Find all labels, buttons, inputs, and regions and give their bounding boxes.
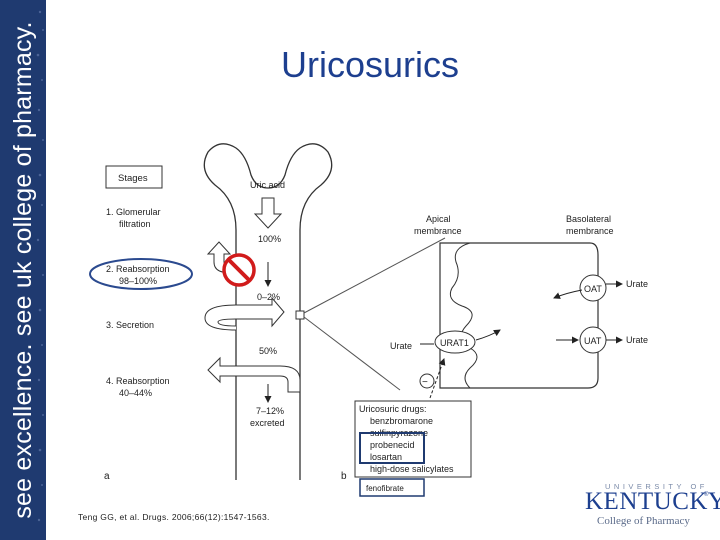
- stage-2-line1: 2. Reabsorption: [106, 264, 170, 274]
- drug-4: losartan: [370, 452, 402, 462]
- pct-reabsorption: 0–2%: [257, 292, 280, 302]
- drug-1: benzbromarone: [370, 416, 433, 426]
- pct-secretion: 50%: [259, 346, 277, 356]
- urate-label-uat: Urate: [626, 335, 648, 345]
- urat1-transporter: [434, 330, 476, 354]
- stage-4-line1: 4. Reabsorption: [106, 376, 170, 386]
- sidebar-dot-pattern: [36, 10, 44, 522]
- panel-a-label: a: [104, 471, 110, 482]
- no-sign-icon: [222, 253, 256, 287]
- inhibition-circle: [419, 373, 435, 389]
- stage-1-line1: 1. Glomerular: [106, 207, 161, 217]
- urate-label-urat1: Urate: [390, 341, 412, 351]
- apical-microvilli: [449, 242, 478, 389]
- uric-acid-label: Uric acid: [250, 180, 285, 190]
- pct-filtration: 100%: [258, 234, 281, 244]
- drug-3: probenecid: [370, 440, 415, 450]
- stage-2-line2: 98–100%: [119, 276, 157, 286]
- stage-1-line2: filtration: [119, 219, 151, 229]
- inhibition-dashed-line: [429, 358, 446, 399]
- drugs-box: [354, 400, 472, 478]
- urat1-out-arrow: [475, 329, 501, 341]
- stage-4-line2: 40–44%: [119, 388, 152, 398]
- zoom-line-top: [303, 237, 446, 314]
- uat-label: UAT: [584, 336, 602, 346]
- zoom-origin-square: [295, 310, 305, 320]
- inhibition-minus: −: [422, 377, 428, 388]
- apical-label-2: membrance: [414, 226, 462, 236]
- citation: Teng GG, et al. Drugs. 2006;66(12):1547-…: [78, 512, 270, 522]
- filtration-arrow: [253, 197, 283, 229]
- drug-5: high-dose salicylates: [370, 464, 454, 474]
- logo-university-text: UNIVERSITY OF: [605, 482, 708, 491]
- logo-trademark: ®: [704, 492, 709, 498]
- basolateral-label-1: Basolateral: [566, 214, 611, 224]
- stage-3: 3. Secretion: [106, 320, 154, 330]
- oat-in-arrow: [553, 289, 583, 299]
- zoom-line-bottom: [303, 316, 401, 391]
- secretion-loop-arrow: [204, 296, 285, 331]
- pct-excreted-2: excreted: [250, 418, 285, 428]
- nephron-tubule: [203, 143, 333, 480]
- pct-excreted-1: 7–12%: [256, 406, 284, 416]
- reabsorption-loop-arrow: [207, 356, 301, 393]
- urate-label-oat: Urate: [626, 279, 648, 289]
- logo-college-text: College of Pharmacy: [597, 515, 690, 527]
- drug-highlight-box: [359, 432, 425, 464]
- logo-kentucky-text: KENTUCKY: [585, 488, 720, 515]
- panel-b-label: b: [341, 471, 347, 482]
- branding-sidebar: see excellence. see uk college of pharma…: [0, 0, 46, 540]
- urat1-label: URAT1: [440, 338, 469, 348]
- uk-pharmacy-logo: UNIVERSITY OF KENTUCKY ® College of Phar…: [585, 482, 720, 530]
- oat-label: OAT: [584, 284, 602, 294]
- cell-outline: [439, 242, 599, 389]
- stages-header: Stages: [118, 173, 148, 184]
- basolateral-label-2: membrance: [566, 226, 614, 236]
- fenofibrate-box: [359, 478, 425, 497]
- reabsorption-highlight-oval: [89, 258, 193, 290]
- stages-box: [105, 165, 163, 189]
- drugs-header: Uricosuric drugs:: [359, 404, 427, 414]
- slide-title: Uricosurics: [280, 44, 459, 85]
- oat-transporter: [579, 274, 607, 302]
- apical-label-1: Apical: [426, 214, 451, 224]
- fenofibrate-label: fenofibrate: [366, 484, 404, 493]
